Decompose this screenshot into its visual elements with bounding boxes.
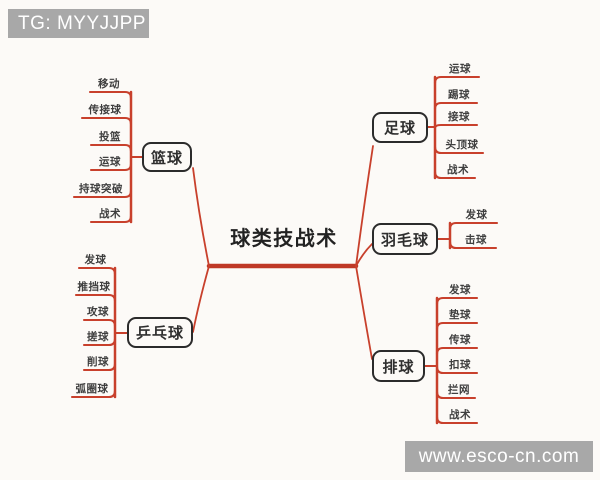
leaf-label: 削球 xyxy=(87,356,109,368)
connector-table-tennis xyxy=(192,265,210,333)
leaf-label: 接球 xyxy=(448,111,470,123)
watermark-telegram: TG: MYYJJPP xyxy=(8,9,149,38)
branch-node-basketball: 篮球 xyxy=(142,142,192,172)
leaf-label: 战术 xyxy=(99,208,121,220)
leaf-label: 移动 xyxy=(98,78,120,90)
connector-badminton xyxy=(355,243,373,267)
leaf-label: 拦网 xyxy=(448,384,470,396)
leaf-label: 战术 xyxy=(449,409,471,421)
leaf-label: 头顶球 xyxy=(445,139,479,151)
leaf-label: 推挡球 xyxy=(77,281,111,293)
watermark-website: www.esco-cn.com xyxy=(405,441,593,472)
leaf-label: 发球 xyxy=(465,209,488,221)
leaf-label: 搓球 xyxy=(87,331,109,343)
leaf-label: 投篮 xyxy=(99,131,121,143)
leaf-label: 击球 xyxy=(465,234,487,246)
leaf-label: 发球 xyxy=(84,254,107,266)
branch-node-table-tennis: 乒乓球 xyxy=(127,317,193,348)
leaf-label: 持球突破 xyxy=(79,183,123,195)
connector-football xyxy=(355,145,374,267)
leaf-label: 踢球 xyxy=(448,89,470,101)
root-topic-label: 球类技战术 xyxy=(230,228,338,250)
branch-node-football: 足球 xyxy=(372,112,428,143)
branch-node-badminton: 羽毛球 xyxy=(372,223,438,255)
leaf-label: 运球 xyxy=(449,63,471,75)
leaf-label: 传接球 xyxy=(88,104,122,116)
branch-node-volleyball: 排球 xyxy=(372,350,425,382)
leaf-label: 战术 xyxy=(447,164,469,176)
connector-volleyball xyxy=(355,265,373,360)
leaf-label: 弧圈球 xyxy=(75,383,109,395)
leaf-label: 扣球 xyxy=(449,359,471,371)
leaf-label: 运球 xyxy=(99,156,121,168)
leaf-label: 垫球 xyxy=(449,309,471,321)
leaf-label: 发球 xyxy=(449,284,471,296)
leaf-label: 攻球 xyxy=(87,306,109,318)
leaf-label: 传球 xyxy=(449,334,471,346)
connector-basketball xyxy=(192,167,210,267)
